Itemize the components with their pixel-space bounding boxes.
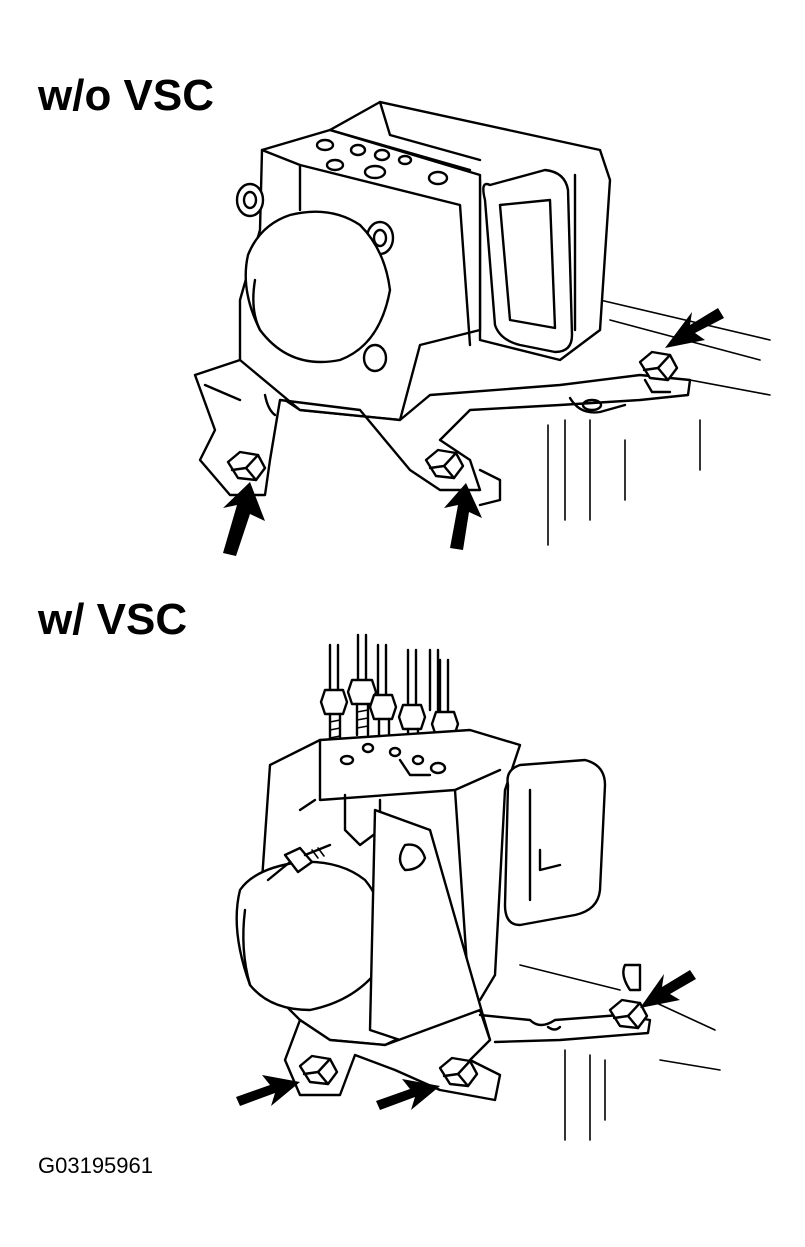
bolt-front-left bbox=[226, 450, 267, 482]
bolt-rear bbox=[638, 350, 679, 394]
bolt-front-left-vsc bbox=[298, 1054, 339, 1086]
bolt-front-right-vsc bbox=[438, 1056, 479, 1088]
figure-id: G03195961 bbox=[38, 1153, 153, 1178]
mounting-bracket bbox=[193, 358, 692, 497]
arrow-indicator-front-left bbox=[223, 482, 265, 556]
flare-nuts bbox=[319, 678, 460, 767]
arrow-indicator-rear-vsc bbox=[640, 970, 696, 1008]
bolt-front-right bbox=[424, 448, 465, 480]
arrow-indicator-front-left-vsc bbox=[236, 1075, 300, 1106]
bolt-rear-vsc bbox=[608, 998, 649, 1030]
vehicle-body-panel bbox=[478, 299, 771, 546]
vehicle-body-panel-vsc bbox=[519, 963, 721, 1141]
section-heading-with-vsc: w/ VSC bbox=[38, 595, 188, 644]
actuator-housing bbox=[235, 100, 612, 422]
actuator-housing-vsc bbox=[235, 728, 607, 1052]
electrical-connector-vsc bbox=[503, 758, 607, 927]
electrical-connector bbox=[482, 168, 574, 354]
pump-motor bbox=[244, 210, 392, 364]
arrow-indicator-rear bbox=[665, 308, 724, 348]
arrow-indicator-front-right bbox=[444, 483, 482, 550]
brake-lines bbox=[328, 633, 450, 717]
section-heading-without-vsc: w/o VSC bbox=[38, 71, 215, 120]
actuator-with-vsc bbox=[235, 633, 721, 1141]
actuator-without-vsc bbox=[193, 100, 771, 556]
arrow-indicator-front-right-vsc bbox=[376, 1079, 440, 1110]
